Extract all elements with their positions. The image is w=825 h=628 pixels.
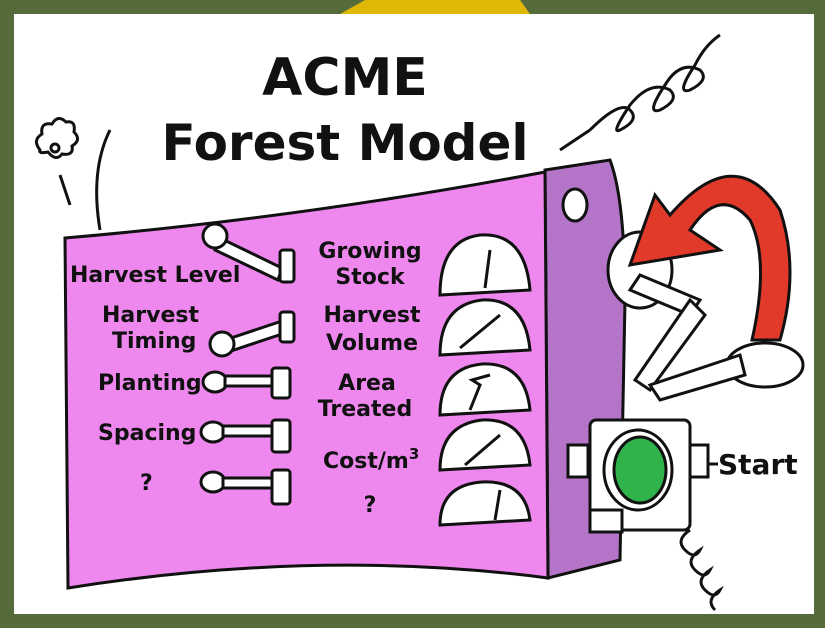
gauge-label-area-treated-line1: Area xyxy=(338,371,396,396)
title-line1: ACME xyxy=(262,48,428,108)
side-knob[interactable] xyxy=(563,189,587,221)
control-label-harvest-timing-line2: Timing xyxy=(112,329,196,354)
gauge-label-cost-superscript: 3 xyxy=(409,445,419,463)
gauge-label-cost: Cost/m3 xyxy=(323,445,419,474)
title-line2: Forest Model xyxy=(161,114,528,172)
gauge-label-harvest-volume-line2: Volume xyxy=(326,331,418,356)
gauge-label-harvest-volume-line1: Harvest xyxy=(324,303,421,328)
gauge-label-cost-text: Cost/m xyxy=(323,449,409,474)
start-button-icon[interactable] xyxy=(568,420,708,532)
gauge-label-unknown: ? xyxy=(364,493,377,518)
gauge-label-growing-stock-line2: Stock xyxy=(335,265,406,290)
gauge-label-area-treated-line2: Treated xyxy=(318,397,412,422)
gauge-label-growing-stock-line1: Growing xyxy=(318,239,421,264)
title-hint-strip xyxy=(340,0,530,14)
control-label-unknown: ? xyxy=(140,471,153,496)
control-label-planting: Planting xyxy=(98,371,202,396)
control-label-spacing: Spacing xyxy=(98,421,196,446)
control-label-harvest-level: Harvest Level xyxy=(70,263,240,288)
start-label: Start xyxy=(718,448,798,481)
control-label-harvest-timing-line1: Harvest xyxy=(102,303,199,328)
